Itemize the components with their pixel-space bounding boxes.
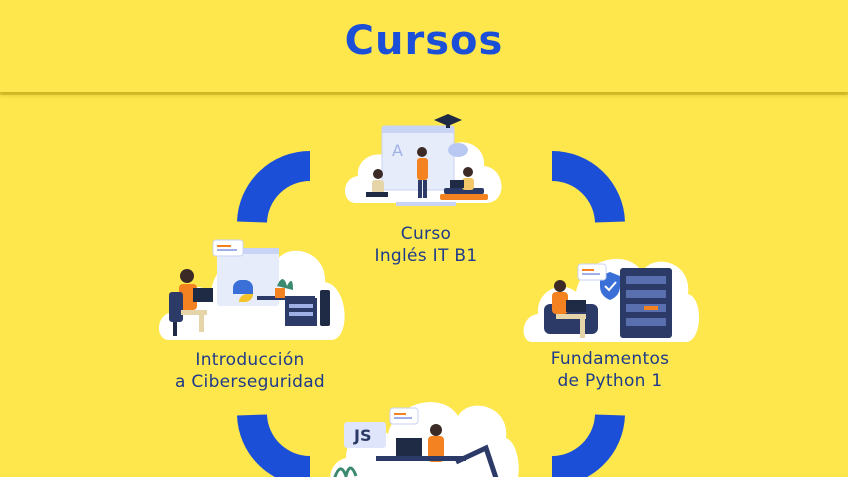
course-card-ciberseguridad[interactable]: Introducción a Ciberseguridad [150,232,350,402]
course-label-python: Fundamentos de Python 1 [550,349,670,391]
arc-bottom-right [551,413,625,477]
course-card-javascript[interactable]: JS [326,392,526,477]
header-bar: Cursos [0,0,848,92]
arc-top-right [551,151,625,224]
page-title: Cursos [344,18,504,64]
english-study-illustration: A [344,114,502,206]
python-developer-illustration [158,239,345,340]
security-server-illustration [523,258,700,342]
svg-text:A: A [392,141,403,160]
course-label-ingles: Curso Inglés IT B1 [374,224,478,266]
course-label-ciberseguridad: Introducción a Ciberseguridad [174,350,326,392]
javascript-developer-illustration [330,402,519,477]
header-divider [0,92,848,95]
js-badge: JS [354,426,372,445]
course-card-ingles[interactable]: A Curso Inglés IT B1 [336,108,516,278]
arc-bottom-left [237,413,311,477]
arc-top-left [237,151,311,224]
course-card-python[interactable]: Fundamentos de Python 1 [520,242,700,392]
